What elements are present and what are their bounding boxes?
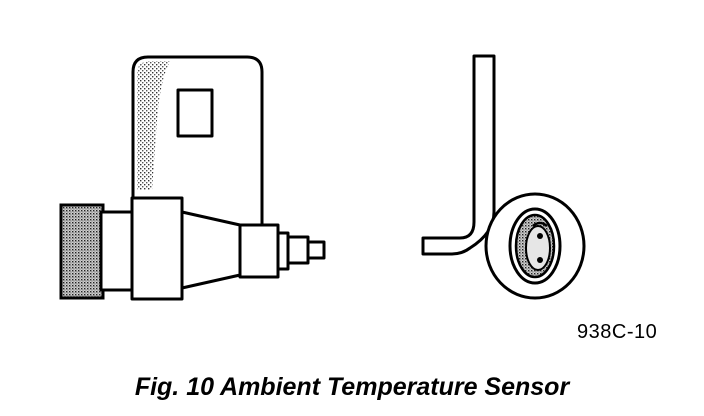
sensor-sleeve xyxy=(238,223,280,279)
sensor-taper xyxy=(180,210,242,290)
sensor-tip xyxy=(306,240,326,260)
sensor-end-view xyxy=(421,54,586,300)
connector-inner-face xyxy=(525,225,551,271)
bracket-end-profile xyxy=(421,54,496,256)
sensor-side-view xyxy=(59,55,326,301)
connector-key xyxy=(532,221,548,227)
sensor-nut xyxy=(286,235,310,265)
mounting-bracket xyxy=(131,55,264,228)
bracket-shading xyxy=(137,61,170,190)
sensor-neck xyxy=(99,210,135,292)
connector-pin-bottom xyxy=(537,257,543,263)
connector-pin-top xyxy=(537,233,543,239)
figure-code-label: 938C-10 xyxy=(577,321,657,343)
figure-caption: Fig. 10 Ambient Temperature Sensor xyxy=(135,373,571,401)
sensor-body xyxy=(130,196,184,301)
bracket-slot xyxy=(176,88,214,138)
sensor-cap xyxy=(59,203,105,300)
